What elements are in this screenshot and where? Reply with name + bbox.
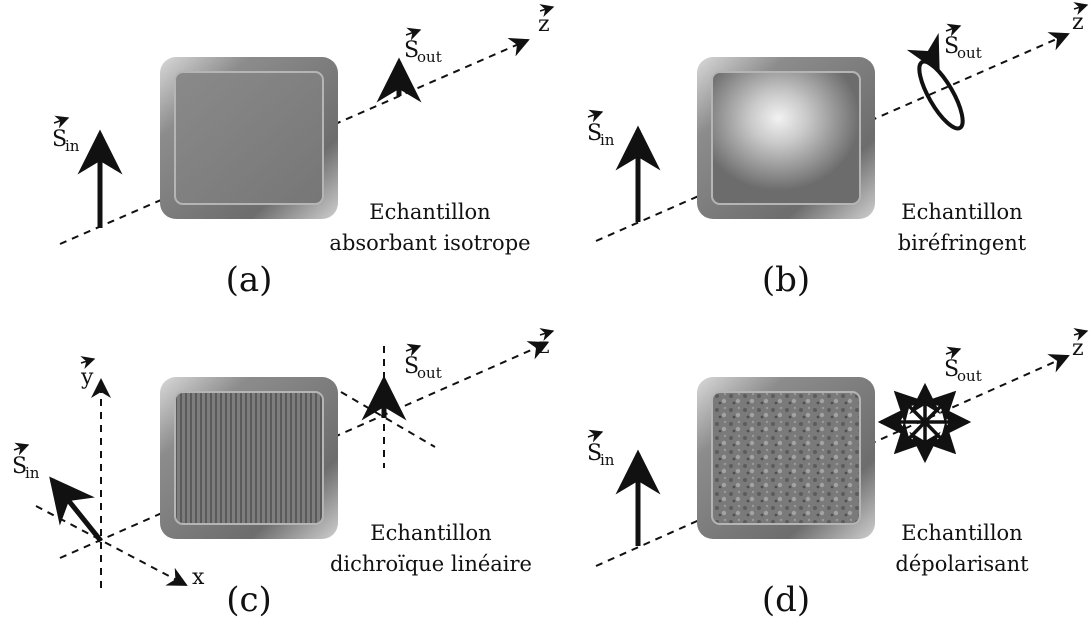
- z-axis-label: z: [1072, 336, 1084, 361]
- s-in-subscript: in: [600, 131, 615, 149]
- caption-line-1: Echantillon: [901, 200, 1022, 224]
- panel-a: S in S out z Echantillon absorbant isotr…: [52, 4, 555, 300]
- z-axis-label: z: [1072, 10, 1084, 35]
- x-axis-label: x: [192, 565, 205, 590]
- s-in-label: S: [587, 441, 602, 466]
- s-out-vector-bar: [945, 23, 962, 37]
- s-out-label: S: [404, 38, 419, 63]
- s-out-vector-bar: [405, 343, 422, 357]
- panel-d: S in S out z Echantillon dépolarisant (d…: [587, 328, 1089, 620]
- panel-letter: (b): [762, 260, 810, 300]
- sample-cuvette: [697, 57, 875, 219]
- caption-line-2: dichroïque linéaire: [330, 552, 532, 576]
- sample-cuvette: [160, 377, 338, 539]
- sample-cuvette: [697, 377, 875, 539]
- z-vector-bar: [1073, 2, 1089, 16]
- z-axis-label: z: [538, 12, 550, 37]
- s-out-subscript: out: [957, 367, 982, 385]
- z-vector-bar: [539, 4, 555, 18]
- s-in-subscript: in: [25, 464, 40, 482]
- z-vector-bar: [539, 328, 555, 342]
- caption-line-2: dépolarisant: [895, 552, 1029, 576]
- caption-line-1: Echantillon: [901, 521, 1022, 545]
- s-out-label: S: [944, 34, 959, 59]
- caption-line-2: absorbant isotrope: [329, 231, 530, 255]
- s-in-label: S: [52, 127, 67, 152]
- sample-cuvette: [160, 57, 338, 219]
- s-in-vector-bar: [587, 109, 604, 123]
- output-depolarized-arrows: [877, 382, 972, 464]
- panel-letter: (a): [226, 260, 273, 300]
- caption-line-2: biréfringent: [898, 231, 1027, 255]
- s-in-vector-bar: [53, 115, 70, 129]
- caption-line-1: Echantillon: [370, 521, 491, 545]
- y-vector-bar: [80, 356, 96, 370]
- beam-axis: [595, 32, 1070, 242]
- s-out-label: S: [404, 354, 419, 379]
- beam-axis: [595, 354, 1070, 567]
- z-vector-bar: [1073, 328, 1089, 342]
- input-polarization-arrow: [49, 476, 103, 543]
- s-in-label: S: [587, 121, 602, 146]
- caption-line-1: Echantillon: [369, 200, 490, 224]
- output-polarization-ellipse: [906, 32, 965, 131]
- s-in-subscript: in: [65, 137, 80, 155]
- panel-letter: (d): [762, 580, 810, 620]
- panel-c: S in y x S out z Echantillon dichroïque …: [12, 328, 555, 620]
- s-out-vector-bar: [405, 27, 422, 41]
- s-in-vector-bar: [13, 442, 30, 456]
- panel-letter: (c): [226, 580, 272, 620]
- s-out-label: S: [944, 357, 959, 382]
- z-axis-label: z: [538, 334, 550, 359]
- s-out-subscript: out: [957, 44, 982, 62]
- s-out-subscript: out: [417, 48, 442, 66]
- s-out-subscript: out: [417, 364, 442, 382]
- s-out-vector-bar: [945, 346, 962, 360]
- s-in-label: S: [12, 454, 27, 479]
- panel-b: S in S out z Echantillon biréfringent (b…: [587, 2, 1089, 300]
- s-in-vector-bar: [587, 429, 604, 443]
- y-axis-label: y: [80, 365, 94, 390]
- s-in-subscript: in: [600, 451, 615, 469]
